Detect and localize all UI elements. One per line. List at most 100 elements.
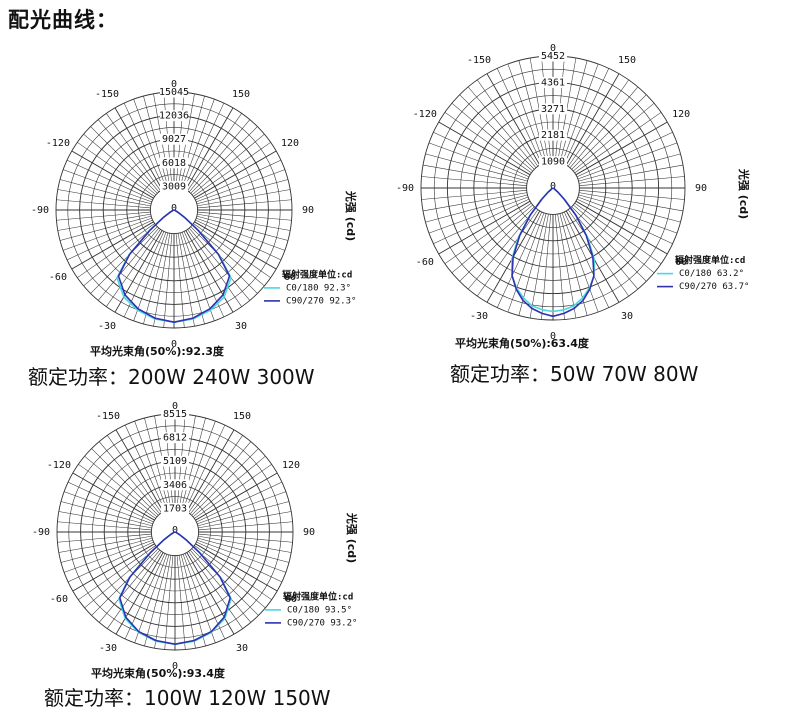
grid-spoke <box>67 541 154 583</box>
legend-entry: C90/270 93.2° <box>287 618 357 628</box>
grid-spoke <box>72 543 155 592</box>
grid-spoke <box>428 196 529 234</box>
radial-tick-bg <box>160 86 188 98</box>
radial-tick-label: 2181 <box>541 130 565 141</box>
radial-tick-label: 1090 <box>541 157 565 168</box>
grid-spoke <box>77 142 155 197</box>
radial-tick-label: 12036 <box>159 111 189 122</box>
grid-spoke <box>179 232 205 325</box>
grid-spoke <box>77 223 155 278</box>
radial-tick-bg <box>161 479 189 491</box>
grid-spoke <box>197 189 291 207</box>
angle-label: 0 <box>550 331 556 342</box>
grid-spoke <box>57 213 151 231</box>
grid-spoke <box>567 209 629 297</box>
legend-entry: C0/180 63.2° <box>679 269 744 279</box>
grid-spoke <box>433 198 530 245</box>
grid-spoke <box>575 200 668 255</box>
grid-spoke <box>192 455 266 518</box>
radial-tick-bg <box>160 110 188 122</box>
radial-tick-label: 3406 <box>163 480 187 491</box>
angle-label: 90 <box>302 205 314 216</box>
radial-tick-bg <box>161 502 189 514</box>
angle-label: 30 <box>621 311 633 322</box>
grid-spoke <box>186 429 235 512</box>
radial-tick-label: 5452 <box>541 51 565 62</box>
angle-label: 120 <box>282 460 300 471</box>
angle-label: 30 <box>236 643 248 654</box>
grid-spoke <box>56 211 151 221</box>
grid-spoke <box>83 133 157 196</box>
grid-spoke <box>153 233 171 327</box>
radial-tick-bg <box>539 129 567 141</box>
legend-title: 辐射强度单位:cd <box>283 590 353 602</box>
grid-spoke <box>565 73 620 166</box>
grid-spoke <box>188 551 243 629</box>
rated-power-caption-1: 额定功率：200W 240W 300W <box>28 365 315 389</box>
grid-spoke <box>97 227 160 301</box>
grid-spoke <box>58 535 152 553</box>
grid-spoke <box>561 212 599 313</box>
legend-title: 辐射强度单位:cd <box>282 268 352 280</box>
grid-spoke <box>176 555 186 650</box>
grid-spoke <box>573 204 655 274</box>
grid-spoke <box>196 217 285 251</box>
grid-spoke <box>84 455 158 518</box>
grid-spoke <box>196 541 283 583</box>
grid-spoke <box>425 153 528 182</box>
grid-spoke <box>578 192 684 212</box>
radial-tick-bg <box>539 76 567 88</box>
angle-label: -120 <box>47 460 71 471</box>
grid-spoke <box>576 198 673 245</box>
grid-spoke <box>187 229 242 307</box>
grid-spoke <box>578 153 681 182</box>
grid-spoke <box>477 209 539 297</box>
grid-spoke <box>507 212 545 313</box>
grid-spoke <box>191 224 265 287</box>
grid-spoke <box>179 95 205 188</box>
angle-label: 0 <box>172 661 178 672</box>
grid-spoke <box>496 68 543 165</box>
grid-spoke <box>459 206 535 282</box>
grid-spoke <box>56 199 151 209</box>
radial-tick-label: 4361 <box>541 77 565 88</box>
radial-tick-label: 6018 <box>162 158 186 169</box>
grid-spoke <box>576 131 673 178</box>
grid-spoke <box>106 113 161 191</box>
angle-label: 90 <box>303 527 315 538</box>
grid-spoke <box>197 211 292 221</box>
angle-label: 0 <box>171 339 177 350</box>
grid-spoke <box>143 232 169 325</box>
grid-spoke <box>57 533 152 543</box>
grid-spoke <box>64 491 153 525</box>
grid-spoke <box>71 150 154 199</box>
grid-spoke <box>194 464 272 519</box>
angle-label-top: 0 <box>172 401 178 412</box>
grid-spoke <box>579 176 685 186</box>
grid-spoke <box>197 491 286 525</box>
grid-spoke <box>57 521 152 531</box>
angle-label: -90 <box>396 183 414 194</box>
grid-spoke <box>197 501 290 527</box>
angle-label: -30 <box>98 321 116 332</box>
radial-tick-label: 1703 <box>163 503 187 514</box>
grid-spoke <box>190 126 258 194</box>
angle-label: 60 <box>285 594 297 605</box>
angle-label: -60 <box>416 257 434 268</box>
grid-spoke <box>177 233 195 327</box>
page-title: 配光曲线： <box>8 8 118 32</box>
grid-spoke <box>195 219 282 261</box>
grid-spoke <box>578 194 681 223</box>
grid-spoke <box>115 429 164 512</box>
radial-tick-bg <box>161 432 189 444</box>
grid-spoke <box>91 548 159 616</box>
grid-spoke <box>477 79 539 167</box>
grid-spoke <box>190 226 258 294</box>
beam-angle-footer: 平均光束角(50%):63.4度 <box>455 336 590 350</box>
angle-label: 60 <box>284 272 296 283</box>
angle-label: 30 <box>235 321 247 332</box>
beam-angle-footer: 平均光束角(50%):93.4度 <box>91 666 226 680</box>
grid-spoke <box>98 549 161 623</box>
